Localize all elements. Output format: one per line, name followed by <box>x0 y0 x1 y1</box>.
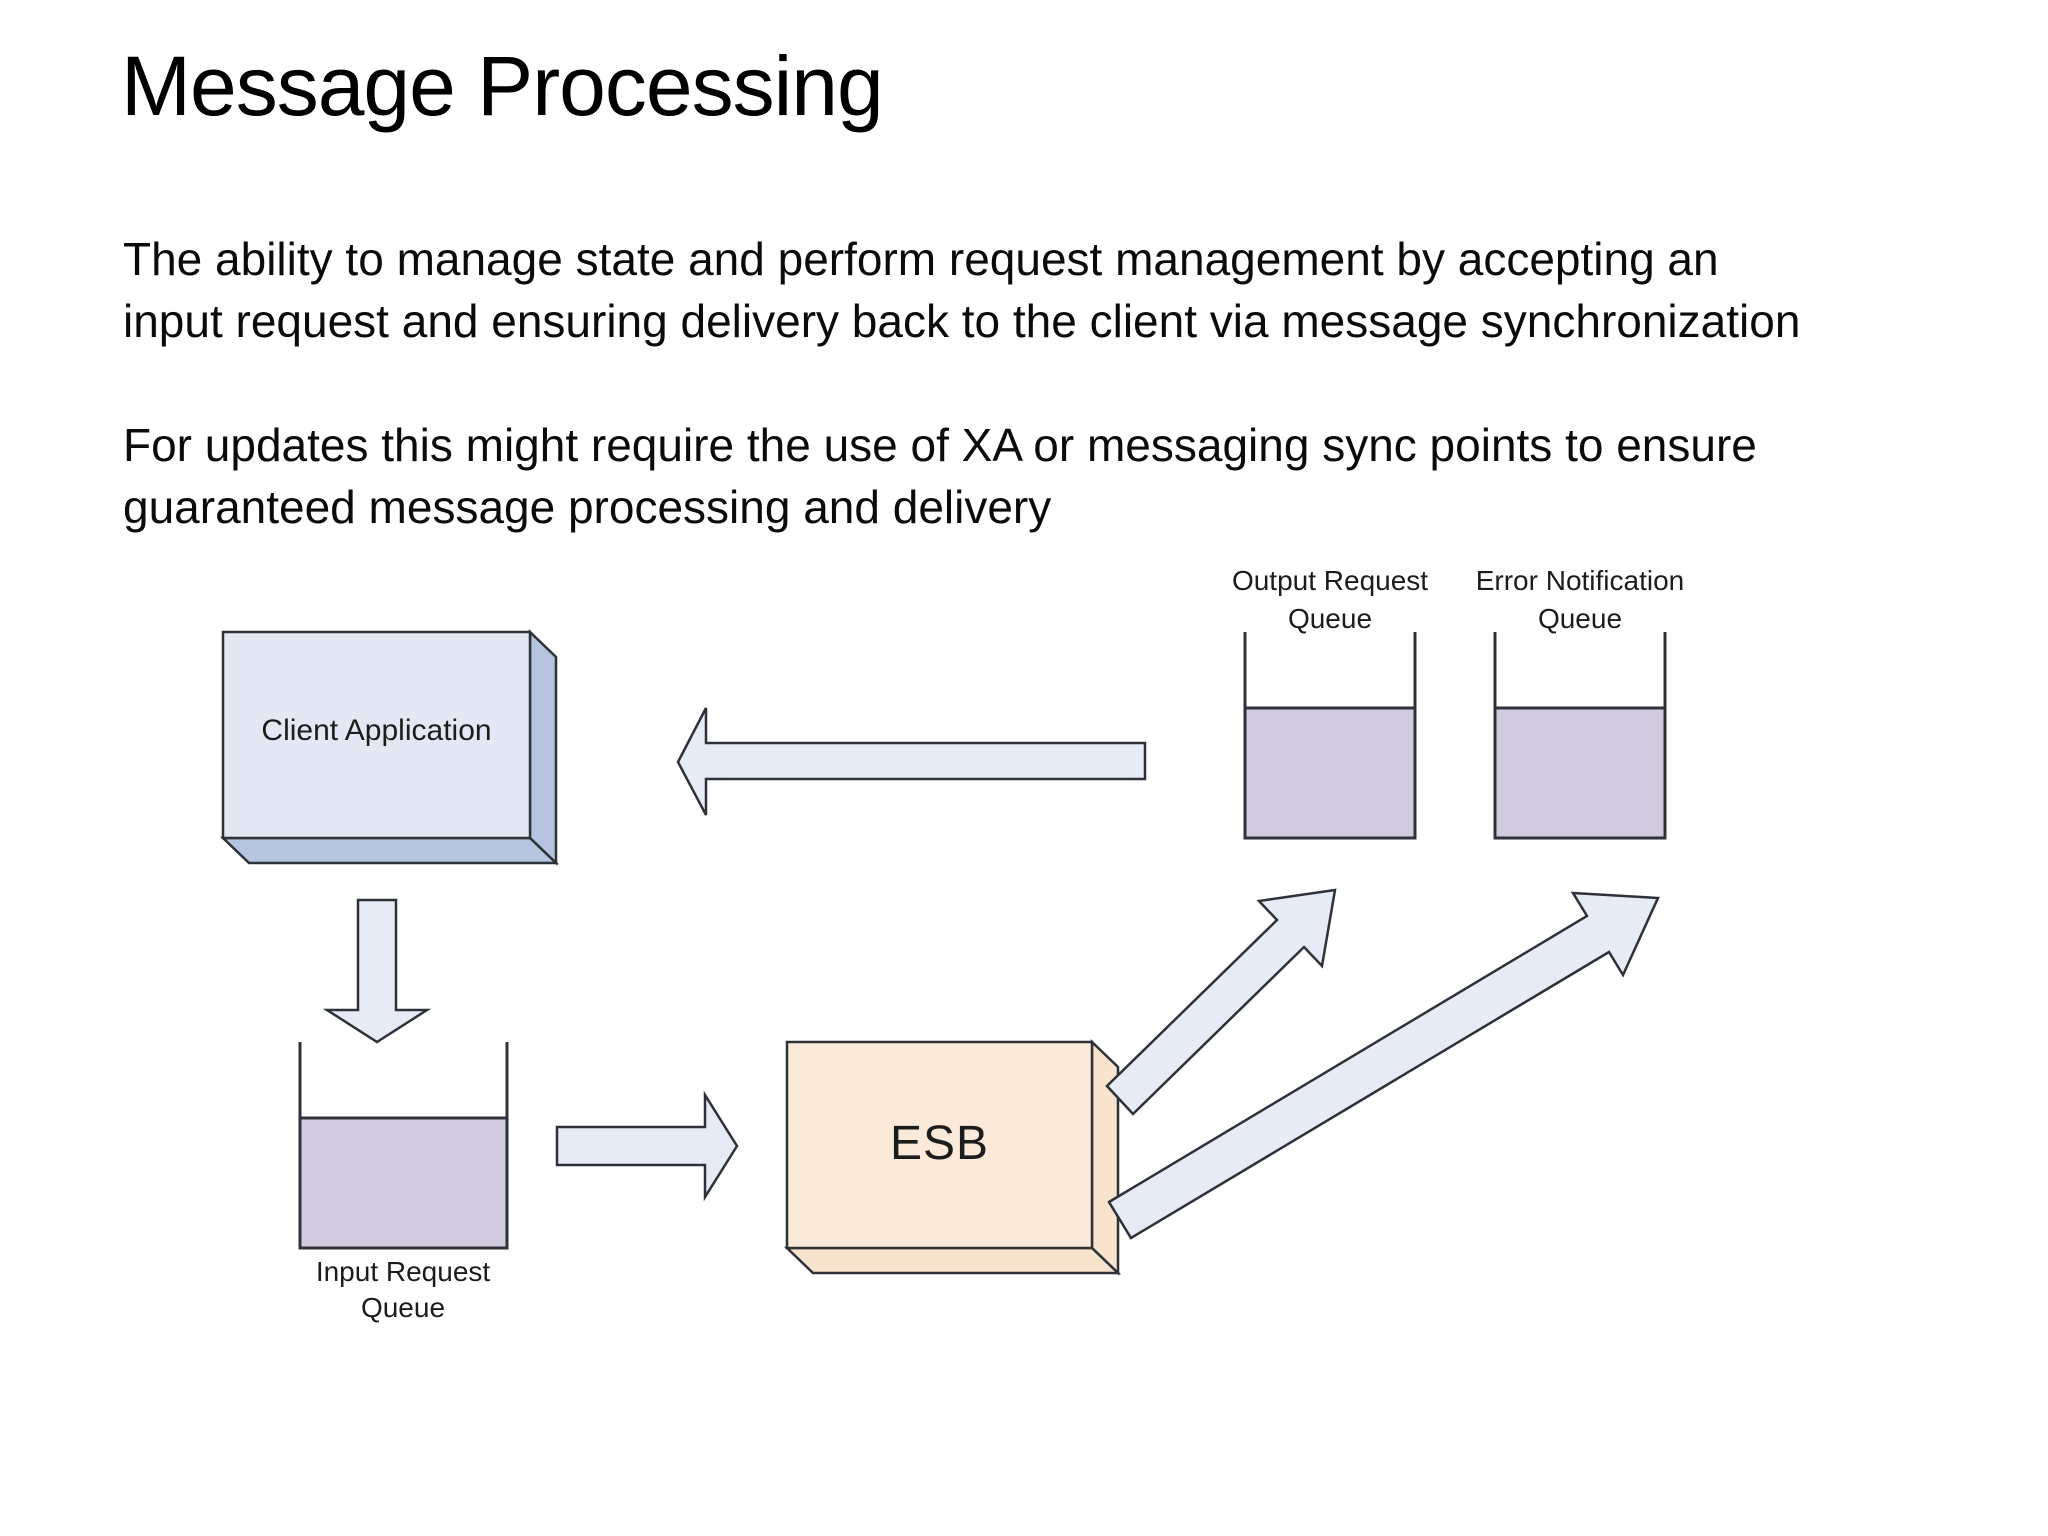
error-notification-queue-label: Error Notification Queue <box>1430 562 1730 638</box>
error-notification-queue-label-line2: Queue <box>1537 603 1623 634</box>
output-request-queue-fill <box>1243 706 1417 840</box>
esb-node <box>783 1039 1122 1276</box>
output-request-queue-node <box>1243 632 1417 840</box>
input-request-queue-node <box>298 1042 509 1250</box>
esb-box-bottom-face <box>783 1246 1122 1275</box>
input-request-queue-fill <box>298 1116 509 1250</box>
arrow-esb-to-output-queue <box>1105 888 1337 1116</box>
esb-box-front-face <box>785 1040 1094 1250</box>
error-notification-queue-fill <box>1493 706 1667 840</box>
body-paragraph-2: For updates this might require the use o… <box>123 414 1757 538</box>
body-paragraph-line: guaranteed message processing and delive… <box>123 481 1052 533</box>
arrow-esb-to-client <box>676 707 1147 816</box>
input-request-queue-label-line2: Queue <box>360 1292 446 1323</box>
arrow-client-to-input-queue <box>322 898 432 1044</box>
client-application-box-front-face <box>221 630 532 840</box>
client-application-box-bottom-face <box>219 836 560 865</box>
output-request-queue-label: Output Request Queue <box>1180 562 1480 638</box>
input-request-queue-label-line1: Input Request <box>315 1256 491 1287</box>
esb-label: ESB <box>889 1117 990 1170</box>
client-application-box-right-face <box>528 629 558 866</box>
body-paragraph-line: For updates this might require the use o… <box>123 419 1757 471</box>
body-paragraph-line: The ability to manage state and perform … <box>123 233 1719 285</box>
input-request-queue-label: Input Request Queue <box>253 1254 553 1326</box>
body-paragraph-1: The ability to manage state and perform … <box>123 228 1800 352</box>
client-application-node <box>219 629 560 866</box>
output-request-queue-label-line2: Queue <box>1287 603 1373 634</box>
arrow-esb-to-error-queue <box>1107 891 1660 1240</box>
error-notification-queue-label-line1: Error Notification <box>1475 565 1685 596</box>
error-notification-queue-node <box>1493 632 1667 840</box>
slide-title: Message Processing <box>121 39 884 133</box>
output-request-queue-label-line1: Output Request <box>1231 565 1429 596</box>
client-application-label: Client Application <box>261 714 492 747</box>
body-paragraph-line: input request and ensuring delivery back… <box>123 295 1801 347</box>
arrow-input-queue-to-esb <box>555 1090 739 1202</box>
esb-box-right-face <box>1090 1039 1120 1276</box>
